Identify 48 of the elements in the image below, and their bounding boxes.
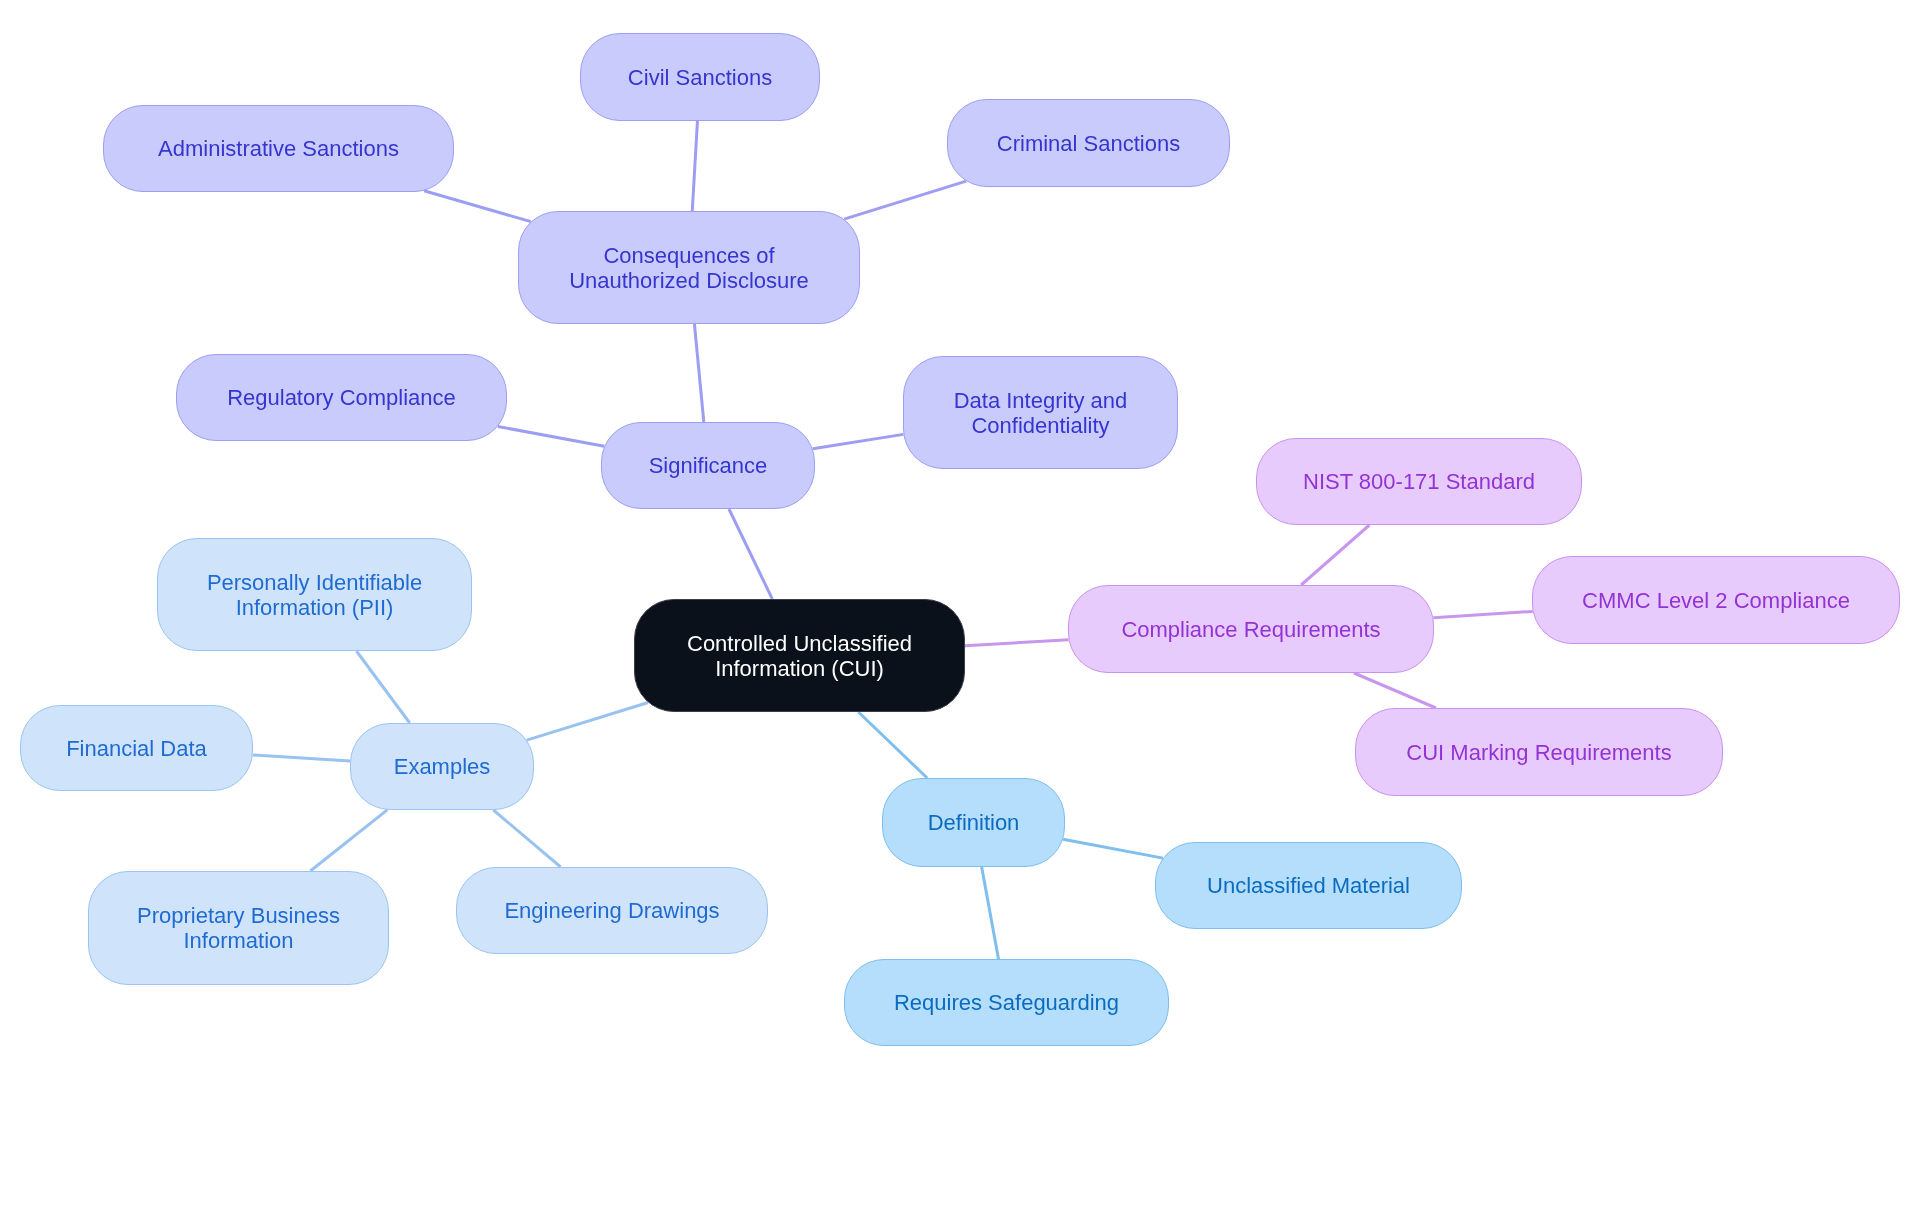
node-label: Significance xyxy=(648,453,768,478)
node-label: Financial Data xyxy=(66,735,207,761)
topic-node xyxy=(518,211,860,324)
connector-line xyxy=(843,179,967,221)
topic-node xyxy=(634,599,965,712)
node-label: Definition xyxy=(927,810,1020,835)
connector-line xyxy=(727,508,774,600)
connector-line xyxy=(692,323,706,423)
connector-line xyxy=(1062,837,1164,860)
connector-line xyxy=(1353,671,1437,710)
topic-node xyxy=(350,723,534,810)
topic-node xyxy=(88,871,389,985)
topic-node xyxy=(176,354,507,441)
connector-line xyxy=(309,808,389,873)
connector-line xyxy=(964,638,1069,648)
node-label: Civil Sanctions xyxy=(627,64,773,90)
node-label: Consequences of Unauthorized Disclosure xyxy=(568,242,810,293)
connector-line xyxy=(857,710,929,780)
connector-line xyxy=(355,650,411,724)
connector-line xyxy=(252,753,351,763)
node-label: Criminal Sanctions xyxy=(996,130,1181,156)
connector-line xyxy=(812,432,904,451)
connector-line xyxy=(980,866,1000,960)
topic-node xyxy=(903,356,1178,469)
connector-line xyxy=(1300,523,1371,587)
topic-node xyxy=(1155,842,1462,929)
connector-line xyxy=(423,189,532,224)
node-label: CMMC Level 2 Compliance xyxy=(1582,587,1850,613)
topic-node xyxy=(157,538,472,651)
connector-line xyxy=(492,808,562,869)
connector-line xyxy=(1433,609,1533,620)
node-label: Proprietary Business Information xyxy=(136,903,341,953)
node-label: Compliance Requirements xyxy=(1121,616,1381,642)
node-label: Data Integrity and Confidentiality xyxy=(952,387,1129,438)
node-label: Engineering Drawings xyxy=(504,898,720,923)
node-label: NIST 800-171 Standard xyxy=(1303,469,1535,494)
node-label: CUI Marking Requirements xyxy=(1406,739,1672,765)
node-label: Unclassified Material xyxy=(1207,873,1410,898)
topic-node xyxy=(947,99,1230,187)
connector-line xyxy=(690,120,699,212)
connector-line xyxy=(497,425,605,448)
node-label: Regulatory Compliance xyxy=(227,385,456,410)
node-label: Personally Identifiable Information (PII) xyxy=(205,569,424,620)
node-label: Examples xyxy=(393,754,491,779)
connector-line xyxy=(526,701,649,742)
node-label: Controlled Unclassified Information (CUI) xyxy=(686,630,913,681)
node-label: Requires Safeguarding xyxy=(893,990,1119,1015)
node-label: Administrative Sanctions xyxy=(158,136,399,161)
